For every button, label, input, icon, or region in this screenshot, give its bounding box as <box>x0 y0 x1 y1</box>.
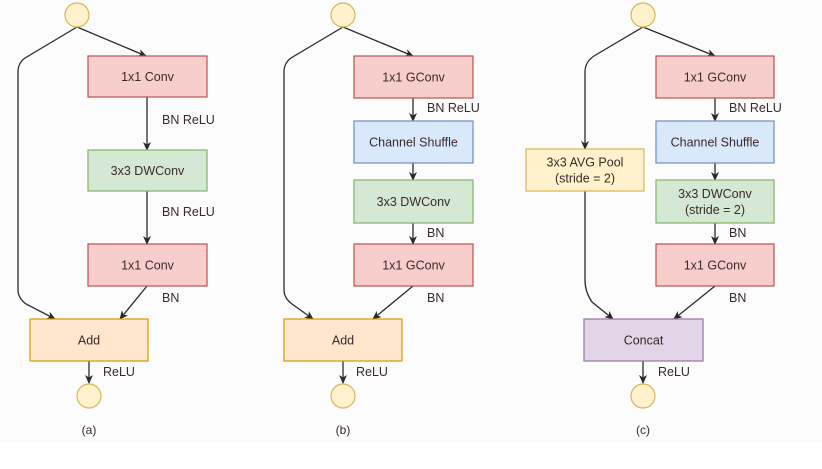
1x1-conv-box-rect <box>87 55 208 98</box>
3x3-dwconv-box-label: 3x3 DWConv <box>678 187 752 201</box>
edge-label: BN <box>427 291 444 305</box>
1x1-conv-box-label: 1x1 Conv <box>121 70 175 84</box>
1x1-gconv-box: 1x1 GConv <box>353 243 474 287</box>
edge-label: ReLU <box>356 365 388 379</box>
add-box-label: Add <box>78 334 100 348</box>
edge-shortcut <box>17 26 78 320</box>
channel-shuffle-box-rect <box>655 120 775 164</box>
3x3-dwconv-box-label: (stride = 2) <box>685 203 745 217</box>
3x3-dwconv-box-label: 3x3 DWConv <box>377 195 451 209</box>
edge-label: BN <box>729 291 746 305</box>
edge-pool-to-concat <box>584 191 614 320</box>
1x1-gconv-box: 1x1 GConv <box>655 55 775 99</box>
channel-shuffle-box-label: Channel Shuffle <box>369 136 458 150</box>
concat-box-rect <box>583 318 704 362</box>
edge-label: ReLU <box>658 365 690 379</box>
3x3-avg-pool-box-rect <box>525 148 645 192</box>
1x1-gconv-box-rect <box>353 243 474 287</box>
output-node <box>330 383 356 409</box>
1x1-gconv-box-label: 1x1 GConv <box>684 259 747 273</box>
edge-label: BN <box>427 226 444 240</box>
edge-label: ReLU <box>103 365 135 379</box>
1x1-gconv-box-rect <box>655 55 775 99</box>
1x1-gconv-box-label: 1x1 GConv <box>382 71 445 85</box>
concat-box: Concat <box>583 318 704 362</box>
output-node <box>76 383 102 409</box>
1x1-gconv-box-rect <box>655 243 775 287</box>
1x1-gconv-box-rect <box>353 55 474 99</box>
panel-caption: (a) <box>82 423 97 437</box>
1x1-conv-box-label: 1x1 Conv <box>121 259 175 273</box>
input-node <box>64 2 90 28</box>
channel-shuffle-box: Channel Shuffle <box>655 120 775 164</box>
concat-box-label: Concat <box>624 334 664 348</box>
edge-label: BN ReLU <box>162 113 215 127</box>
channel-shuffle-box: Channel Shuffle <box>353 120 474 164</box>
3x3-dwconv-box-rect <box>655 179 775 224</box>
add-box-rect <box>283 318 403 362</box>
3x3-dwconv-box-label: 3x3 DWConv <box>111 164 185 178</box>
edge <box>673 285 716 320</box>
1x1-gconv-box: 1x1 GConv <box>353 55 474 99</box>
edge <box>119 285 148 320</box>
channel-shuffle-box-rect <box>353 120 474 164</box>
add-box: Add <box>283 318 403 362</box>
output-node <box>630 383 656 409</box>
3x3-dwconv-box-rect <box>87 149 208 192</box>
edge-label: BN <box>162 291 179 305</box>
add-box-label: Add <box>332 334 354 348</box>
edge-label: BN ReLU <box>427 101 480 115</box>
panel-caption: (c) <box>636 423 650 437</box>
3x3-avg-pool-box: 3x3 AVG Pool (stride = 2) <box>525 148 645 192</box>
edge-shortcut <box>283 26 344 320</box>
edge-label: BN <box>729 226 746 240</box>
1x1-conv-box: 1x1 Conv <box>87 55 208 98</box>
edge-input-to-gconv <box>342 26 414 57</box>
edge-input-to-conv <box>76 26 147 57</box>
1x1-gconv-box-label: 1x1 GConv <box>684 71 747 85</box>
edge-label: BN ReLU <box>162 205 215 219</box>
input-node <box>330 2 356 28</box>
3x3-dwconv-box: 3x3 DWConv <box>87 149 208 192</box>
3x3-dwconv-box: 3x3 DWConv (stride = 2) <box>655 179 775 224</box>
edge-input-to-pool <box>581 26 644 150</box>
input-node <box>630 2 656 28</box>
3x3-avg-pool-box-label: 3x3 AVG Pool <box>547 156 624 170</box>
add-box-rect <box>29 318 149 362</box>
3x3-dwconv-box: 3x3 DWConv <box>353 179 474 224</box>
add-box: Add <box>29 318 149 362</box>
3x3-dwconv-box-rect <box>353 179 474 224</box>
1x1-conv-box-rect <box>87 243 208 287</box>
edge <box>372 285 414 320</box>
edge-input-to-gconv <box>642 26 716 57</box>
edge-label: BN ReLU <box>729 101 782 115</box>
1x1-gconv-box-label: 1x1 GConv <box>382 259 445 273</box>
1x1-conv-box: 1x1 Conv <box>87 243 208 287</box>
channel-shuffle-box-label: Channel Shuffle <box>671 136 760 150</box>
3x3-avg-pool-box-label: (stride = 2) <box>555 172 615 186</box>
panel-caption: (b) <box>336 423 351 437</box>
1x1-gconv-box: 1x1 GConv <box>655 243 775 287</box>
